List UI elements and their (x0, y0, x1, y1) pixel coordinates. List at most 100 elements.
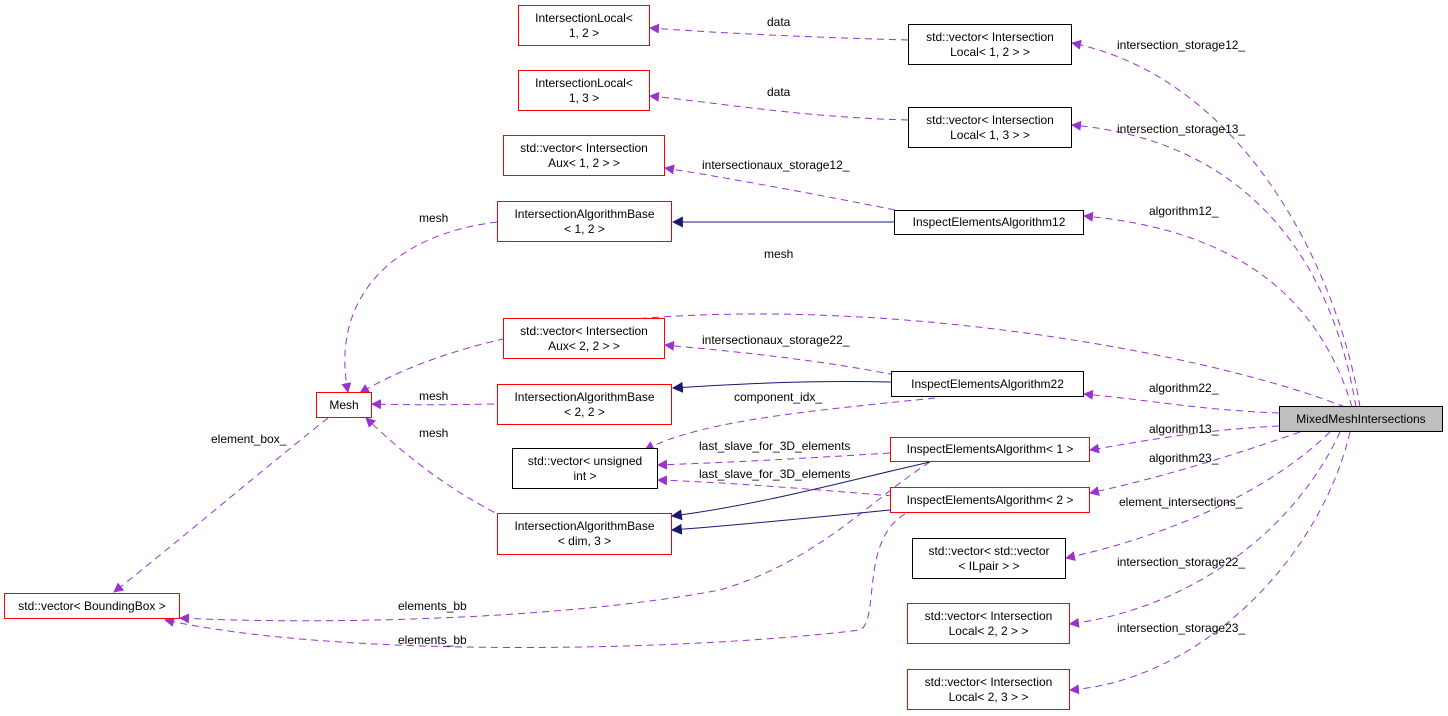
edge-label-elements-bb-2: elements_bb (398, 633, 467, 647)
node-label-line2: Local< 2, 2 > > (948, 623, 1029, 638)
edge-intersectionaux-storage12 (664, 164, 896, 211)
node-label-line2: Local< 1, 3 > > (950, 127, 1030, 142)
edge-label-mesh-iab12: mesh (419, 211, 449, 225)
node-label-line1: std::vector< Intersection (520, 323, 648, 338)
node-label-line2: Local< 2, 3 > > (948, 689, 1029, 704)
node-label: InspectElementsAlgorithm< 2 > (906, 492, 1074, 507)
edge-label-intersection-storage23: intersection_storage23_ (1117, 621, 1246, 635)
node-vector-vector-ilpair[interactable]: std::vector< std::vector < ILpair > > (912, 538, 1066, 579)
node-vector-intersection-local-1-3[interactable]: std::vector< Intersection Local< 1, 3 > … (908, 107, 1072, 148)
edge-label-intersection-storage13: intersection_storage13_ (1117, 122, 1246, 136)
edge-inherit-iea1 (670, 461, 931, 521)
edge-label-last-slave-1: last_slave_for_3D_elements (699, 439, 851, 453)
edge-intersectionaux-storage22 (664, 340, 896, 376)
edge-label-algorithm13: algorithm13_ (1149, 422, 1219, 436)
node-label: InspectElementsAlgorithm< 1 > (906, 442, 1074, 456)
edge-elements-bb-2 (164, 513, 906, 648)
edge-mesh-iab22 (371, 399, 495, 410)
node-label-line2: int > (573, 468, 597, 483)
edge-element-box (113, 417, 329, 593)
node-label-line2: 1, 2 > (568, 25, 600, 40)
edge-label-mesh-iabd3: mesh (419, 426, 449, 440)
edge-mesh-top (359, 313, 1346, 408)
edge-algorithm13 (1089, 425, 1280, 454)
node-label-line2: < 1, 2 > (564, 221, 605, 236)
node-intersection-algorithm-base-1-2[interactable]: IntersectionAlgorithmBase < 1, 2 > (497, 201, 672, 242)
node-label-line2: Aux< 1, 2 > > (548, 155, 620, 170)
node-label-line2: Local< 1, 2 > > (950, 44, 1030, 59)
edge-label-mesh-top: mesh (764, 247, 794, 261)
node-label-line2: < ILpair > > (958, 558, 1020, 573)
edge-component-idx (644, 397, 936, 451)
edge-label-element-intersections: element_intersections_ (1119, 495, 1243, 509)
node-label-line2: Aux< 2, 2 > > (548, 338, 620, 353)
node-vector-bounding-box[interactable]: std::vector< BoundingBox > (4, 593, 180, 619)
node-label-line1: std::vector< Intersection (926, 29, 1054, 44)
node-inspect-elements-algorithm22[interactable]: InspectElementsAlgorithm22 (891, 371, 1084, 397)
node-label-line1: std::vector< Intersection (520, 140, 648, 155)
edge-intersection-storage23 (1069, 431, 1351, 695)
node-label: InspectElementsAlgorithm22 (911, 376, 1064, 391)
edge-data-1 (649, 23, 909, 41)
node-intersection-algorithm-base-dim-3[interactable]: IntersectionAlgorithmBase < dim, 3 > (497, 513, 672, 555)
node-label-line2: < dim, 3 > (557, 534, 612, 548)
edge-element-intersections (1065, 431, 1331, 562)
node-label-line2: < 2, 2 > (564, 404, 605, 419)
edge-algorithm23 (1089, 431, 1301, 496)
edge-data-2 (649, 91, 909, 121)
node-label-line1: std::vector< Intersection (924, 674, 1053, 689)
edge-label-data-2: data (767, 85, 791, 99)
node-label: InspectElementsAlgorithm12 (912, 215, 1066, 229)
edge-inherit-iea22 (671, 381, 892, 393)
node-vector-intersection-aux-1-2[interactable]: std::vector< Intersection Aux< 1, 2 > > (503, 135, 665, 176)
edge-mesh-iabd3 (365, 417, 506, 519)
edge-algorithm22 (1083, 389, 1280, 414)
edge-label-intersection-storage12: intersection_storage12_ (1117, 38, 1246, 52)
node-mesh[interactable]: Mesh (316, 392, 372, 418)
edge-label-element-box: element_box_ (211, 432, 287, 446)
node-label: Mesh (329, 397, 359, 412)
edge-intersection-storage13 (1071, 120, 1357, 408)
node-intersection-local-1-2[interactable]: IntersectionLocal< 1, 2 > (518, 5, 650, 46)
edge-label-algorithm22: algorithm22_ (1149, 381, 1219, 395)
node-vector-intersection-aux-2-2[interactable]: std::vector< Intersection Aux< 2, 2 > > (503, 318, 665, 359)
node-mixed-mesh-intersections[interactable]: MixedMeshIntersections (1279, 406, 1443, 432)
node-label-line1: std::vector< Intersection (924, 608, 1053, 623)
node-inspect-elements-algorithm-1[interactable]: InspectElementsAlgorithm< 1 > (890, 437, 1090, 462)
node-inspect-elements-algorithm-2[interactable]: InspectElementsAlgorithm< 2 > (890, 487, 1090, 513)
node-intersection-local-1-3[interactable]: IntersectionLocal< 1, 3 > (518, 70, 650, 111)
edge-last-slave-2 (657, 475, 906, 498)
edge-elements-bb-1 (179, 461, 931, 624)
edge-last-slave-1 (657, 452, 891, 470)
node-label-line1: std::vector< unsigned (527, 453, 643, 468)
node-label-line1: std::vector< std::vector (928, 543, 1050, 558)
edge-intersection-storage12 (1071, 39, 1361, 408)
node-label-line1: std::vector< Intersection (926, 112, 1054, 127)
node-vector-intersection-local-2-2[interactable]: std::vector< Intersection Local< 2, 2 > … (907, 603, 1070, 644)
edge-label-intersectionaux-storage12: intersectionaux_storage12_ (702, 158, 850, 172)
node-label-line1: IntersectionLocal< (535, 10, 633, 25)
edge-label-mesh-iab22: mesh (419, 389, 449, 403)
edge-mesh-iab12 (341, 221, 498, 393)
node-intersection-algorithm-base-2-2[interactable]: IntersectionAlgorithmBase < 2, 2 > (497, 384, 672, 425)
edge-label-intersection-storage22: intersection_storage22_ (1117, 555, 1246, 569)
edge-intersection-storage22 (1069, 431, 1341, 628)
edge-label-elements-bb-1: elements_bb (398, 599, 467, 613)
node-vector-intersection-local-1-2[interactable]: std::vector< Intersection Local< 1, 2 > … (908, 24, 1072, 65)
edge-label-component-idx: component_idx_ (734, 390, 823, 404)
edge-inherit-iea2 (670, 509, 891, 535)
edge-label-data-1: data (767, 15, 791, 29)
node-label: MixedMeshIntersections (1296, 411, 1426, 426)
node-label-line1: IntersectionAlgorithmBase (514, 206, 655, 221)
node-label: std::vector< BoundingBox > (18, 598, 166, 613)
edge-label-last-slave-2: last_slave_for_3D_elements (699, 467, 851, 481)
edge-label-algorithm12: algorithm12_ (1149, 204, 1219, 218)
node-label-line2: 1, 3 > (568, 90, 600, 105)
node-inspect-elements-algorithm12[interactable]: InspectElementsAlgorithm12 (894, 210, 1084, 235)
node-label-line1: IntersectionLocal< (535, 75, 633, 90)
edge-label-algorithm23: algorithm23_ (1149, 451, 1219, 465)
node-vector-intersection-local-2-3[interactable]: std::vector< Intersection Local< 2, 3 > … (907, 669, 1070, 710)
node-vector-unsigned-int[interactable]: std::vector< unsigned int > (512, 448, 658, 489)
